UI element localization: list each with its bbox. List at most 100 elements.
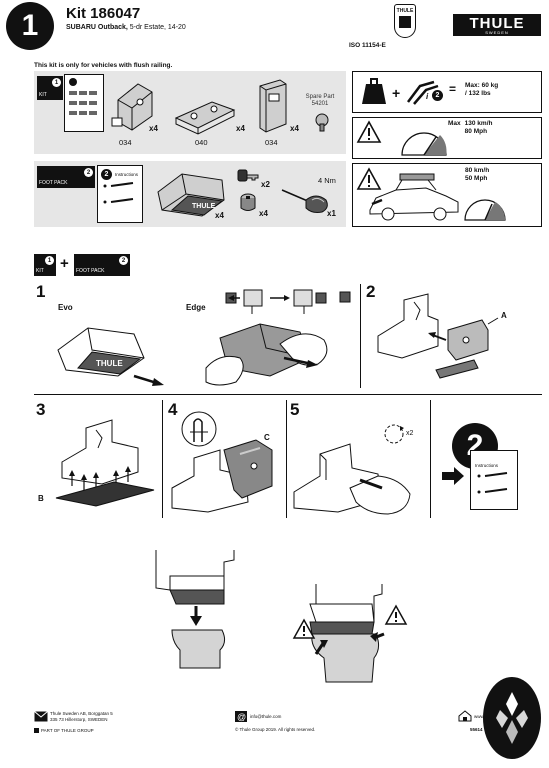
load-max-kg: Max: 60 kg [465,82,499,89]
speed-mph: 80 Mph [464,128,488,136]
foot-on-rail-correct-illustration [155,550,235,669]
part-2-code: 040 [195,138,208,147]
step-4-number: 4 [168,400,178,419]
vehicle-line: SUBARU Outback, 5-dr Estate, 14-20 [66,24,186,31]
next-instruction-sheet: Instructions [470,450,518,510]
svg-text:+: + [392,85,400,101]
svg-text:@: @ [237,712,246,722]
part-2-qty: x4 [236,124,245,133]
edge-rail-clip-diagram [225,289,351,314]
website-home-icon [458,710,472,722]
foot-pack-tag-label: FOOT PACK [39,180,68,186]
step-divider [286,400,287,518]
step-divider [430,400,431,518]
seal-text: THULE [396,8,414,14]
svg-text:THULE: THULE [96,359,123,368]
copyright: © Thule Group 2019. All rights reserved. [235,727,316,732]
next-sheet-title: Instructions [475,463,499,468]
email-at-icon: @ [235,711,247,722]
brand-name: THULE [469,14,525,32]
foot-pack-instruction-sheet: 2 Instructions [97,165,143,223]
edge-foot-removal-hands-illustration [205,323,328,386]
rotate-twice-icon [384,424,404,444]
combo-kit-label: KIT [36,268,44,274]
combo-kit-tag: KIT 1 [34,254,56,276]
step-divider [360,284,361,388]
kit-tag: KIT 1 [37,76,63,100]
lock-cylinder-icon [240,193,256,211]
thule-group-line: PART OF THULE GROUP [34,728,94,734]
row-divider [34,394,542,395]
vehicle-detail: 5-dr Estate, 14-20 [127,24,186,31]
step-1-evo-label: Evo [58,303,73,312]
spare-part-code: 54201 [311,101,329,108]
company-street: 335 73 Hillerstorp, SWEDEN [50,716,108,722]
combo-foot-pack-number: 2 [119,256,128,265]
step-2-number: 2 [366,282,376,301]
svg-text:THULE: THULE [192,203,216,210]
roof-speed-text: 80 km/h 50 Mph [465,167,489,183]
thule-foot-icon: THULE [157,173,225,217]
lock-qty: x4 [259,209,268,218]
company-name: Thule Sweden AB, Borggatan 5 [50,711,113,716]
bent-pin-detail-icon [181,411,217,447]
speed-max-label: Max [448,120,461,127]
speed-kmh: 130 km/h [464,120,493,127]
roof-speed-mph: 50 Mph [465,175,488,183]
iso-standard: ISO 11154-E [349,42,386,49]
rubber-pad-034-icon [111,83,153,131]
sheet-number: 2 [101,169,112,180]
sheet-bars-icon [103,182,134,204]
load-limit-text: Max: 60 kg / 132 lbs [465,82,498,98]
key-qty: x2 [261,180,270,189]
foot-on-rail-incorrect-illustration [292,584,408,683]
combo-kit-number: 1 [45,256,54,265]
website-link[interactable]: www [474,714,484,719]
brand-sub: SWEDEN [485,29,509,35]
foot-pad-034-icon [259,79,287,133]
foot-qty: x4 [215,211,224,220]
step-5-rotation-count: x2 [406,430,414,437]
step-2-callout-a: A [501,311,507,320]
info-i-icon: i [426,92,429,101]
kit-title: Kit 186047 [66,5,141,22]
plate-attach-illustration [377,293,499,379]
load-limit-box [352,71,542,113]
plate-040-icon [174,101,236,135]
step-3-number: 3 [36,400,46,419]
group-mark-icon [34,728,39,734]
flush-railing-notice: This kit is only for vehicles with flush… [34,62,173,69]
mail-envelope-icon [34,711,48,722]
sheet-bars-icon [477,472,508,494]
spare-part-label: Spare Part 54201 [298,94,342,108]
speed-limit-box [352,117,542,159]
email-link[interactable]: info@thule.com [250,714,282,719]
spare-screw-icon [315,113,329,132]
foot-pack-tag-number: 2 [84,168,93,177]
step-1-edge-label: Edge [186,303,206,312]
kit-tag-number: 1 [52,78,61,87]
certification-seal-icon: THULE [394,4,416,38]
speedometer-icon [464,199,506,221]
load-max-lbs: / 132 lbs [465,90,491,98]
sheet-title: Instructions [115,172,139,177]
thule-group-text: PART OF THULE GROUP [41,728,94,733]
speed-limit-text: Max 130 km/h 80 Mph [448,120,492,136]
warning-triangle-icon [356,167,382,190]
step-1-number: 1 [36,282,46,301]
torque-value: 4 Nm [318,176,336,185]
next-step-arrow-icon [442,467,464,485]
brand-logo: THULE SWEDEN [453,14,541,36]
document-number: 55614 [470,727,483,732]
step-5-tighten-illustration [293,443,411,515]
foot-pack-tag: FOOT PACK 2 [37,166,95,188]
key-icon [237,169,259,182]
plus-sign: + [60,255,69,272]
evo-foot-cover-removal-illustration: THULE [57,327,164,386]
step-divider [162,400,163,518]
tool-qty: x1 [327,209,336,218]
part-3-code: 034 [265,138,278,147]
warning-triangle-icon [356,120,382,143]
seal-mark-icon [399,16,411,28]
step-badge: 1 [6,2,54,50]
